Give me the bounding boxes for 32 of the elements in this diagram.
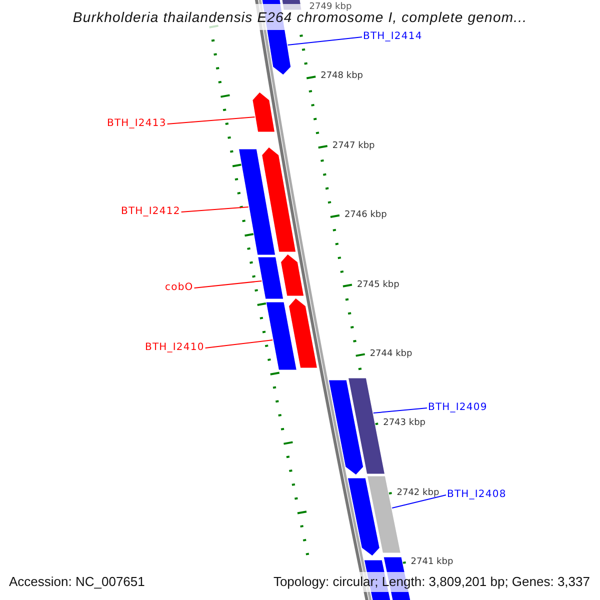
gene-block: [280, 254, 304, 296]
gene-label: cobO: [165, 282, 194, 294]
leader-line: [392, 494, 446, 508]
leader-line: [194, 280, 262, 288]
leader-line: [204, 340, 274, 348]
gene-label: BTH_I2408: [447, 489, 506, 501]
leader-line: [372, 408, 428, 414]
scale-label: 2747 kbp: [332, 140, 375, 152]
scale-label: 2741 kbp: [410, 557, 454, 568]
scale-label: 2749 kbp: [309, 2, 352, 12]
gene-label: BTH_I2410: [145, 342, 204, 354]
leader-line: [166, 116, 256, 124]
footer-text: Topology: circular; Length: 3,809,201 bp; Genes: 3,337: [271, 572, 592, 592]
gene-block: [348, 378, 386, 474]
gene-label: BTH_I2414: [363, 31, 422, 43]
gene-block: [261, 146, 296, 252]
scale-label: 2746 kbp: [344, 210, 387, 222]
gene-block: [257, 256, 284, 300]
scale-label: 2742 kbp: [396, 488, 440, 499]
gene-block: [252, 92, 276, 132]
gene-label: BTH_I2413: [107, 118, 166, 130]
gene-label: BTH_I2409: [428, 402, 488, 414]
scale-label: 2745 kbp: [356, 280, 400, 291]
gene-block: [328, 380, 364, 476]
scale-label: 2744 kbp: [370, 349, 412, 360]
leader-line: [287, 36, 362, 46]
gene-block: [347, 478, 380, 556]
scale-label: 2743 kbp: [383, 418, 426, 430]
gene-block: [266, 302, 298, 370]
gene-label: BTH_I2412: [121, 206, 180, 218]
scale-label: 2748 kbp: [320, 71, 364, 82]
leader-line: [180, 206, 249, 212]
